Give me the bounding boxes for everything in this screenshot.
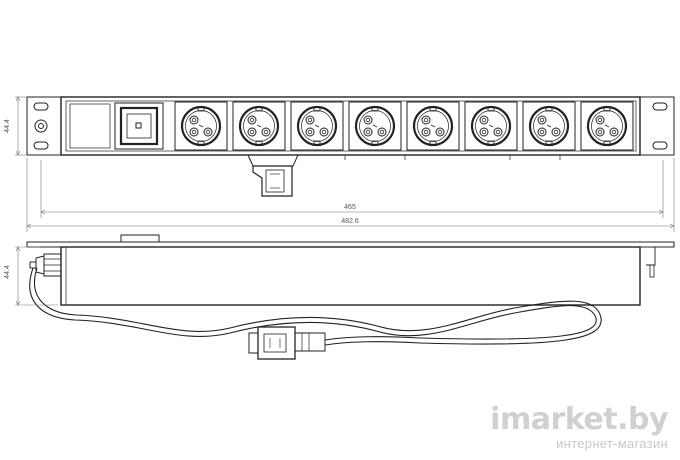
dimension-lines-side xyxy=(15,246,58,306)
watermark-brand: imarket.by xyxy=(490,402,668,437)
schuko-outlet-icon xyxy=(232,101,286,151)
mount-slot-icon xyxy=(33,141,49,150)
side-body xyxy=(60,246,641,306)
schuko-outlet-icon xyxy=(174,101,228,151)
cable-gland-icon xyxy=(29,253,62,277)
mount-slot-icon xyxy=(652,141,668,150)
iec-plug-front-icon xyxy=(247,154,299,197)
side-flange xyxy=(26,241,675,248)
dimension-lines-front xyxy=(15,96,675,232)
schuko-outlet-icon xyxy=(290,101,344,151)
right-bracket-tab xyxy=(649,264,655,278)
schuko-outlet-icon xyxy=(464,101,518,151)
switch-bump xyxy=(120,234,160,243)
total-width-label: 482.6 xyxy=(341,218,359,225)
schuko-outlet-icon xyxy=(406,101,460,151)
side-view xyxy=(26,234,675,360)
side-height-label: 44.4 xyxy=(4,265,11,279)
schuko-outlet-icon xyxy=(348,101,402,151)
screw-icon xyxy=(34,119,48,133)
mount-slot-icon xyxy=(33,102,49,111)
right-mounting-ear xyxy=(639,96,675,156)
outlets-group xyxy=(174,101,634,151)
blank-panel xyxy=(69,103,111,149)
watermark: imarket.by интернет-магазин xyxy=(490,402,668,451)
front-height-label: 44.4 xyxy=(4,119,11,133)
pdu-faceplate xyxy=(65,100,637,152)
iec-plug-icon xyxy=(248,326,326,360)
mount-slot-icon xyxy=(652,102,668,111)
rocker-switch-icon xyxy=(114,102,164,150)
schuko-outlet-icon xyxy=(580,101,634,151)
pdu-body xyxy=(60,96,641,156)
right-bracket xyxy=(640,246,656,266)
inner-width-label: 465 xyxy=(344,204,356,211)
power-cable xyxy=(29,267,597,341)
watermark-tagline: интернет-магазин xyxy=(556,436,668,451)
schuko-outlet-icon xyxy=(522,101,576,151)
screw-icon xyxy=(38,123,44,129)
front-view xyxy=(26,96,675,197)
